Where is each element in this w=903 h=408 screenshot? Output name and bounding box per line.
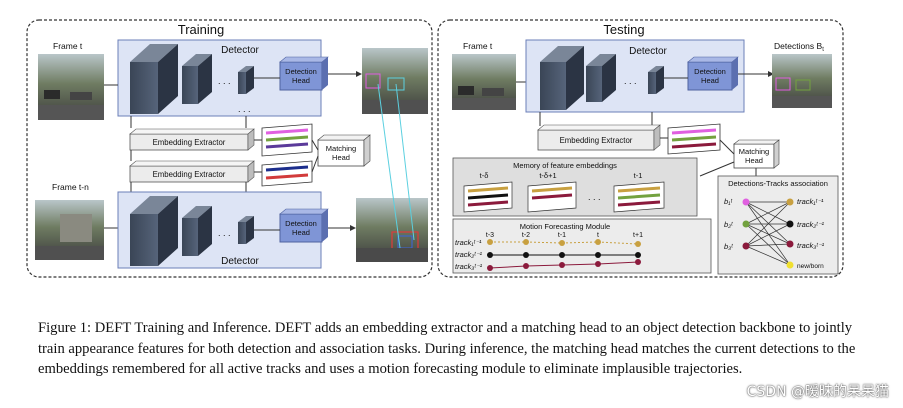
assoc-track-1: track₂ᵗ⁻¹: [797, 220, 825, 229]
memory-label-1: t-δ+1: [539, 171, 556, 180]
testing-embedding-extractor: Embedding Extractor: [537, 124, 661, 151]
svg-text:Embedding Extractor: Embedding Extractor: [153, 138, 226, 147]
training-title: Training: [178, 22, 224, 37]
training-detector-top-label: Detector: [221, 45, 259, 56]
memory-label-0: t-δ: [480, 171, 489, 180]
training-embedding-card-bottom: [261, 160, 313, 187]
memory-of-feature-embeddings: Memory of feature embeddings t-δ t-δ+1 t…: [452, 157, 698, 217]
training-frame-t-image: [38, 54, 104, 120]
testing-embedding-card: [667, 123, 721, 155]
training-detector-top-blocks: . . . . . .: [130, 44, 254, 114]
training-embedding-card-top: [261, 123, 313, 157]
testing-detections-image: [772, 54, 832, 108]
svg-text:. . .: . . .: [238, 104, 251, 114]
testing-frame-image: [452, 54, 516, 110]
detections-tracks-association: Detections-Tracks association b₁ᵗ b₂ᵗ b₃…: [717, 175, 839, 275]
motion-forecasting-module: Motion Forecasting Module t-3 t-2 t-1 t …: [452, 218, 712, 274]
svg-text:Embedding Extractor: Embedding Extractor: [153, 170, 226, 179]
training-detector-bottom-label: Detector: [221, 256, 259, 267]
assoc-det-1: b₂ᵗ: [724, 220, 733, 229]
training-panel: Training Frame t Detector . . . . . . De…: [26, 19, 433, 278]
training-detector-bottom-blocks: . . .: [130, 196, 254, 266]
csdn-watermark: CSDN @暧昧的呆呆猫: [746, 384, 889, 400]
assoc-newborn: new/born: [797, 263, 824, 270]
assoc-track-2: track₃ᵗ⁻¹: [797, 241, 825, 250]
motion-title: Motion Forecasting Module: [520, 222, 610, 231]
motion-track-label-0: track₁ᵗ⁻¹: [455, 238, 482, 247]
svg-text:Embedding Extractor: Embedding Extractor: [560, 136, 633, 145]
testing-frame-label: Frame t: [463, 41, 493, 51]
svg-text:. . .: . . .: [218, 228, 231, 238]
testing-detections-label: Detections Bt: [774, 41, 824, 53]
training-frame-t-label: Frame t: [53, 41, 83, 51]
training-embedding-extractor-top: Embedding Extractor: [129, 128, 255, 151]
svg-text:. . .: . . .: [218, 76, 231, 86]
training-output-image-top: [362, 48, 428, 114]
motion-track-label-1: track₂ᵗ⁻¹: [455, 250, 483, 259]
training-embedding-extractor-bottom: Embedding Extractor: [129, 160, 255, 183]
testing-title: Testing: [603, 22, 644, 37]
assoc-det-2: b₃ᵗ: [724, 242, 733, 251]
time-label-0: t-3: [486, 232, 494, 239]
time-label-4: t+1: [633, 232, 643, 239]
assoc-track-0: track₁ᵗ⁻¹: [797, 197, 824, 206]
testing-panel: Testing Frame t Detector . . . Detection…: [437, 19, 844, 278]
testing-detector-blocks: . . .: [540, 46, 664, 110]
training-frame-tn-image: [35, 200, 104, 260]
svg-text:. . .: . . .: [624, 76, 637, 86]
memory-title: Memory of feature embeddings: [513, 161, 617, 170]
assoc-title: Detections-Tracks association: [728, 179, 828, 188]
memory-label-2: t-1: [634, 171, 643, 180]
motion-track-label-2: track₃ᵗ⁻¹: [455, 262, 483, 271]
time-label-2: t-1: [558, 232, 566, 239]
time-label-3: t: [597, 232, 599, 239]
assoc-det-0: b₁ᵗ: [724, 197, 733, 206]
figure-caption: Figure 1: DEFT Training and Inference. D…: [38, 320, 856, 377]
training-output-image-bottom: [356, 198, 428, 262]
testing-detector-label: Detector: [629, 46, 667, 57]
testing-panel-border: [437, 19, 844, 278]
training-frame-tn-label: Frame t-n: [52, 182, 89, 192]
training-panel-border: [26, 19, 433, 278]
time-label-1: t-2: [522, 232, 530, 239]
svg-text:. . .: . . .: [588, 192, 601, 202]
deft-architecture-figure: Training Frame t Detector . . . . . . De…: [26, 19, 844, 278]
